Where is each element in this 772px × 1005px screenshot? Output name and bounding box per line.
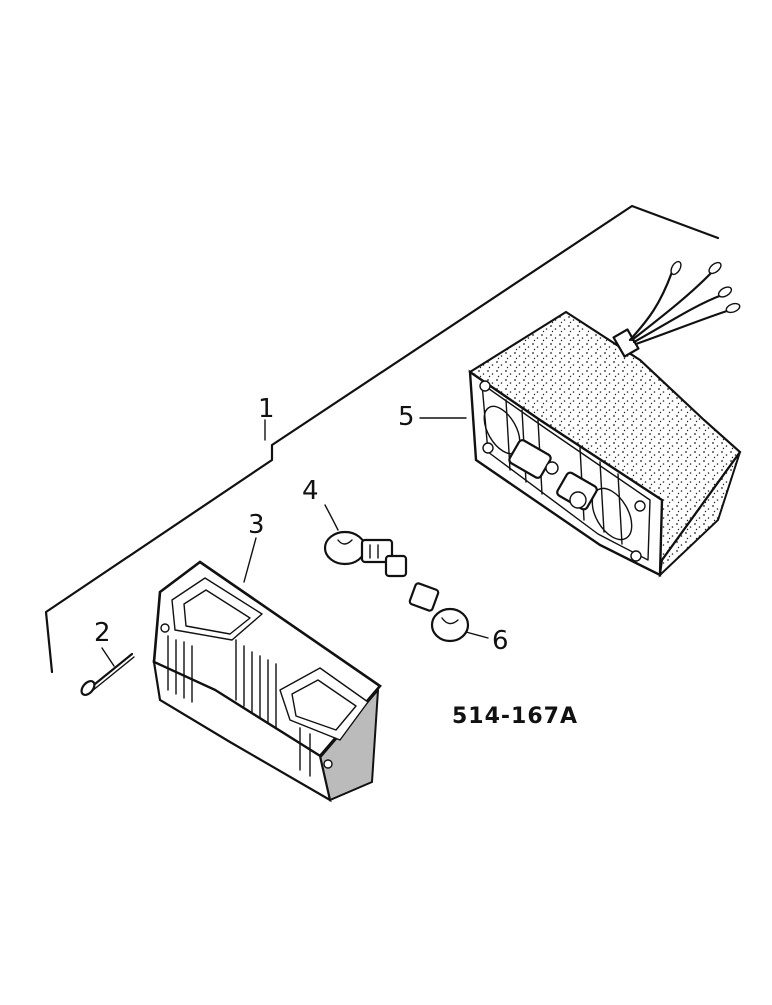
housing [419, 260, 742, 578]
screw [80, 647, 135, 697]
callout-2: 2 [94, 618, 111, 648]
lens [152, 537, 382, 803]
callout-6: 6 [492, 626, 509, 656]
drawing-code: 514-167A [452, 704, 579, 729]
bulb-lower-leader [465, 631, 489, 639]
callout-4: 4 [302, 476, 319, 506]
bulb-lower [408, 582, 489, 643]
callout-1: 1 [258, 394, 275, 424]
callout-5: 5 [398, 402, 415, 432]
bulb-upper-leader [324, 504, 339, 531]
assembly-bracket [44, 204, 720, 674]
screw-leader [101, 647, 115, 667]
callout-3: 3 [248, 510, 265, 540]
bulb-upper [323, 504, 408, 578]
lens-leader [243, 537, 257, 583]
